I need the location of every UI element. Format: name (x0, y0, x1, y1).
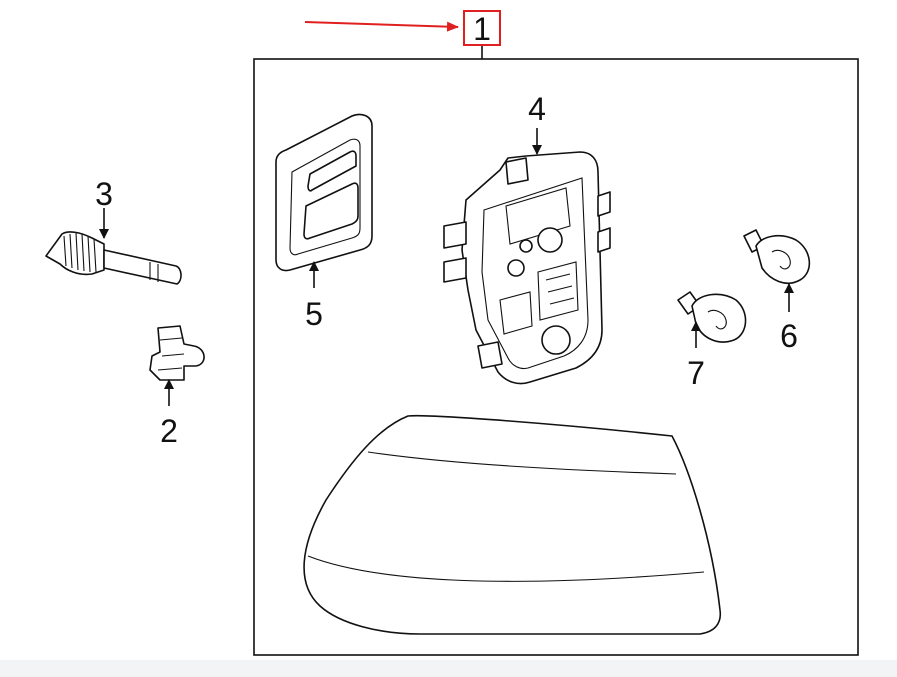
callout-1[interactable]: 1 (473, 11, 491, 47)
lamp-lens (303, 414, 722, 635)
callout-7[interactable]: 7 (687, 355, 705, 391)
callout-4[interactable]: 4 (528, 91, 546, 127)
assembly-frame (253, 58, 859, 656)
highlight-arrow (304, 21, 459, 32)
highlight-box[interactable] (463, 10, 501, 46)
part-6-bulb (743, 229, 811, 284)
callout-6[interactable]: 6 (780, 318, 798, 354)
part-5-gasket (275, 113, 373, 272)
callout-5[interactable]: 5 (305, 296, 323, 332)
part-3-socket (45, 231, 182, 285)
part-4-bulb-carrier (443, 151, 611, 385)
part-2-clip (149, 325, 205, 381)
callout-3[interactable]: 3 (95, 176, 113, 212)
footer-strip (0, 660, 897, 677)
part-7-bulb (677, 291, 747, 343)
callout-2[interactable]: 2 (160, 413, 178, 449)
